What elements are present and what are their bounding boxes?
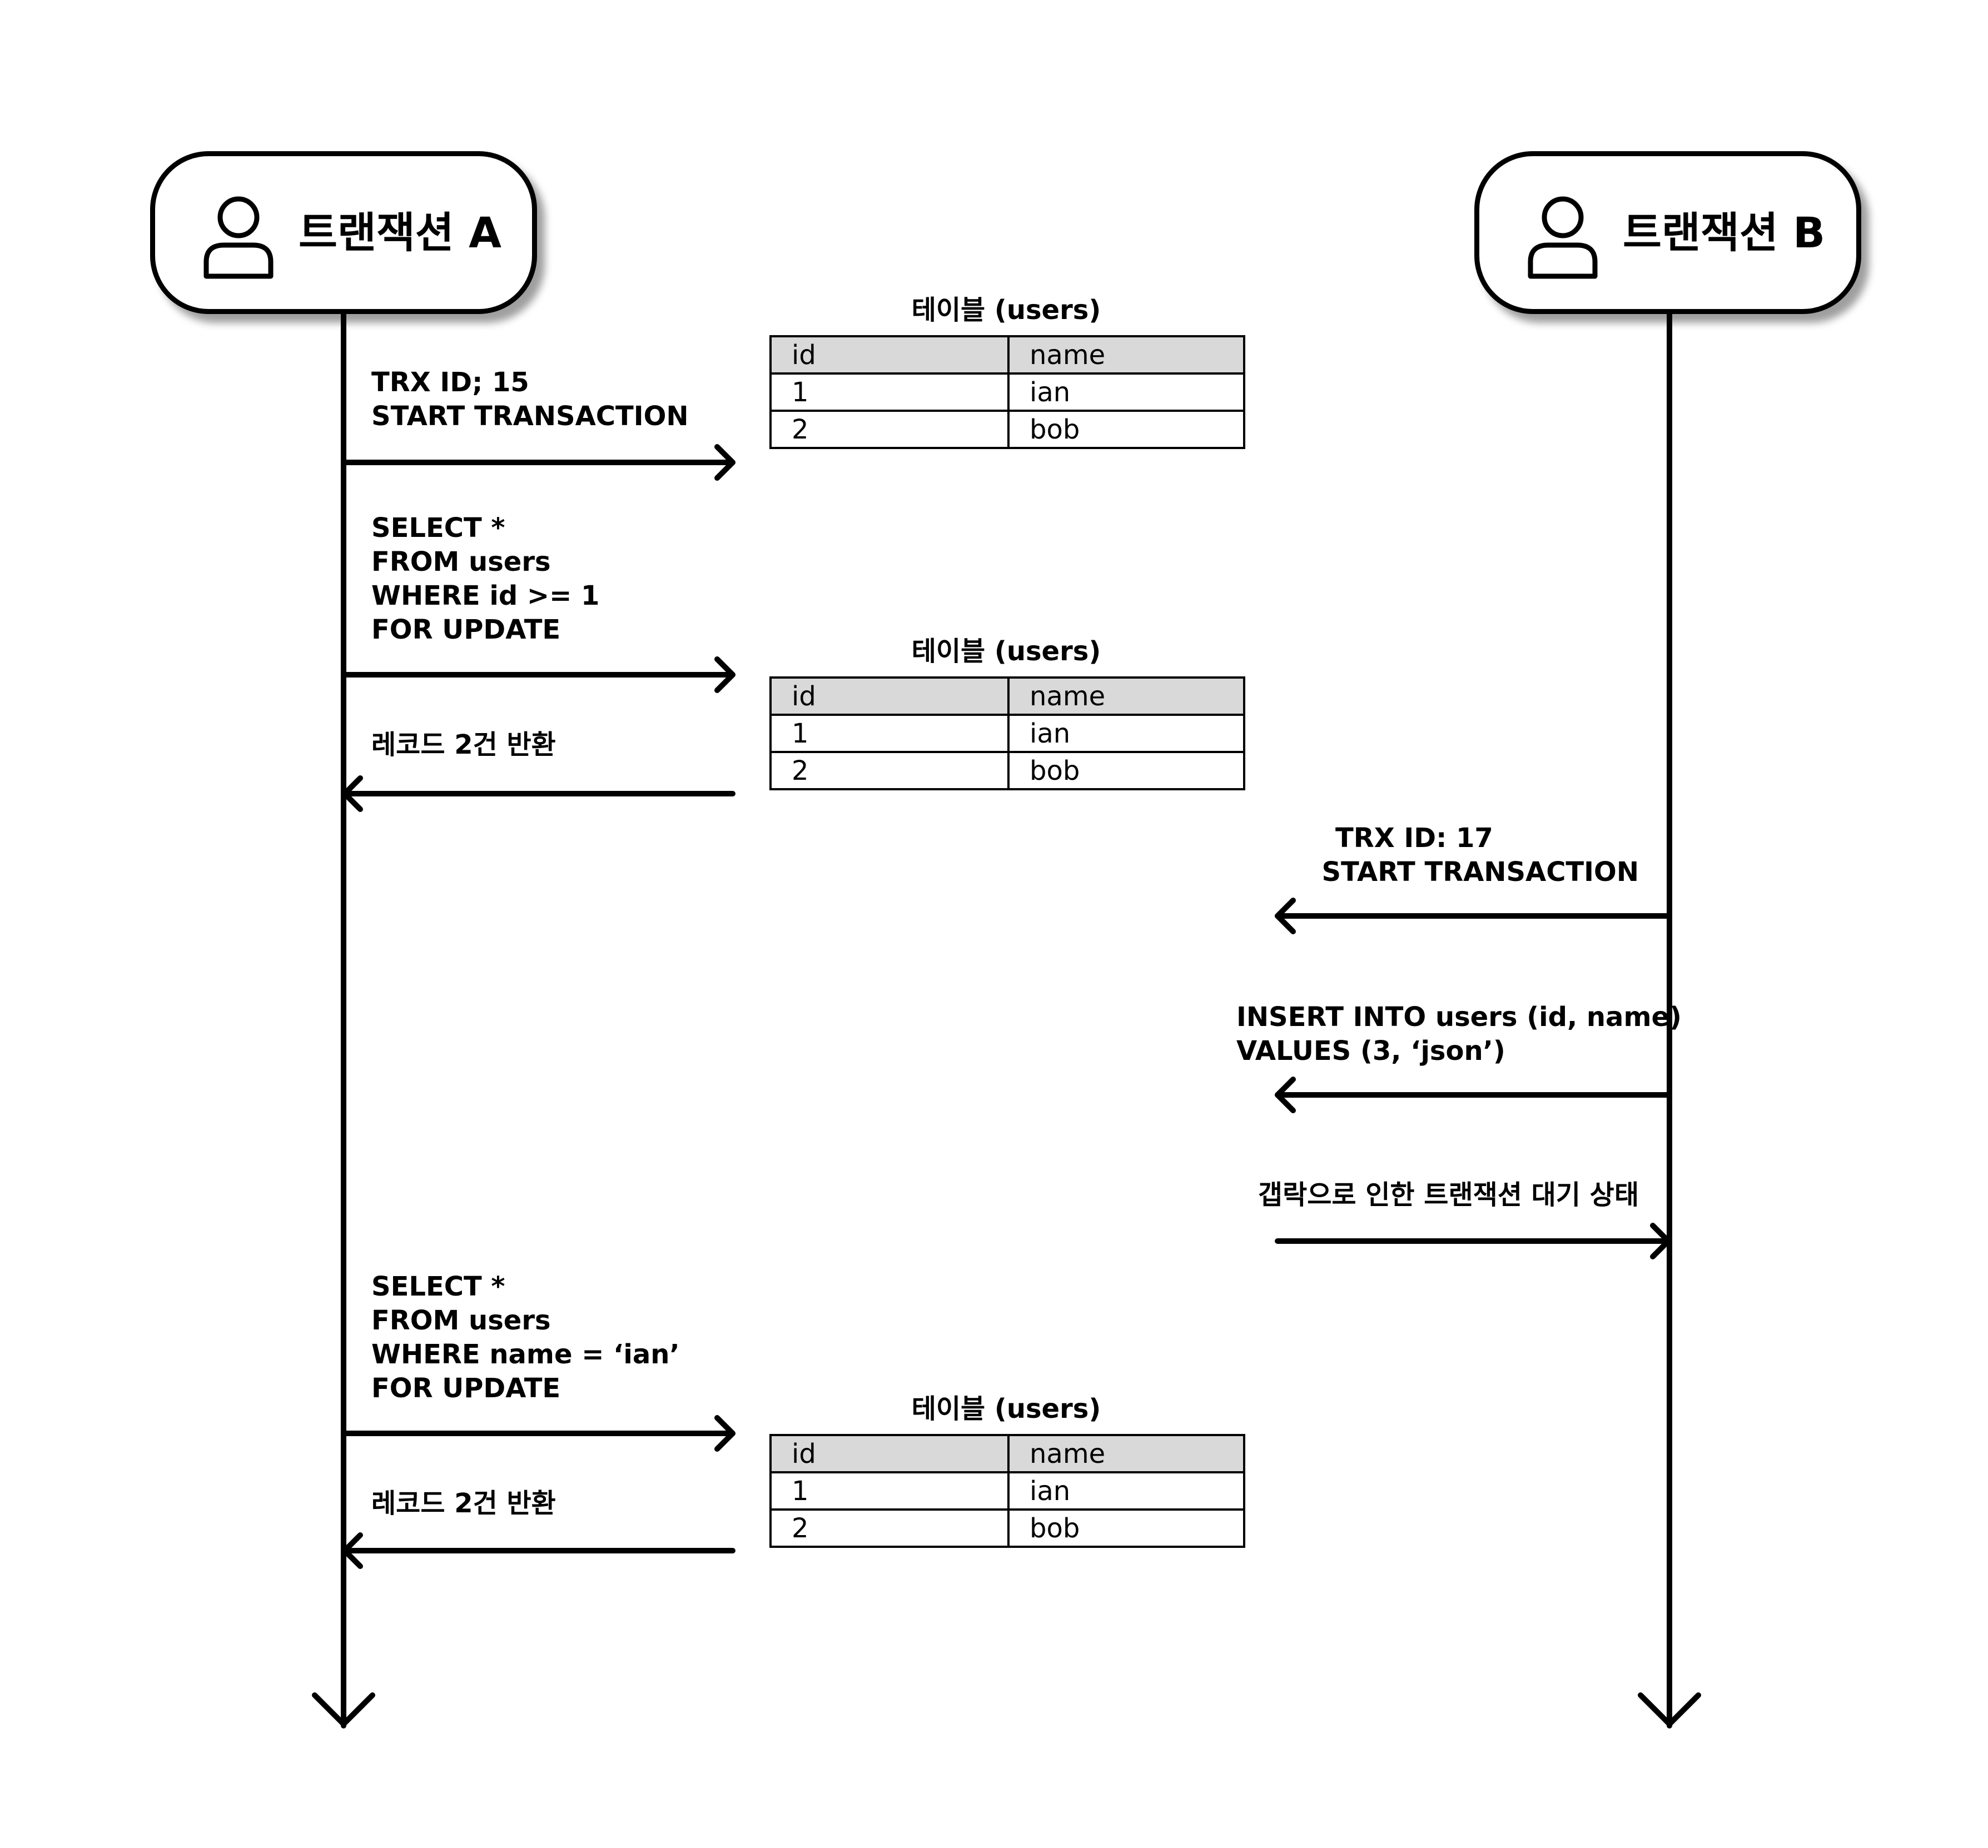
message-line: SELECT * [371, 1271, 505, 1302]
user-icon [203, 196, 274, 279]
table-row: 2 bob [769, 751, 1245, 790]
message-line: 갭락으로 인한 트랜잭션 대기 상태 [1258, 1179, 1639, 1211]
users-table: id name 1 ian 2 bob [769, 1434, 1245, 1548]
user-icon [1528, 196, 1598, 279]
lifeline-a-arrowhead [312, 1692, 375, 1727]
message-line: START TRANSACTION [371, 401, 689, 432]
table-title: 테이블 (users) [911, 1393, 1101, 1424]
message-line: WHERE name = ‘ian’ [371, 1339, 680, 1370]
actor-transaction-a: 트랜잭션 A [150, 151, 537, 314]
cell-name: bob [1007, 1508, 1245, 1548]
message-a-select2: SELECT * FROM users WHERE name = ‘ian’ F… [371, 1270, 680, 1406]
message-line: FROM users [371, 1305, 551, 1336]
message-line: 레코드 2건 반환 [371, 1488, 556, 1519]
message-a-select1: SELECT * FROM users WHERE id >= 1 FOR UP… [371, 511, 599, 647]
arrow-b-insert-head [1275, 1077, 1296, 1113]
table-row: 2 bob [769, 410, 1245, 449]
table-header-row: id name [769, 676, 1245, 716]
message-line: FOR UPDATE [371, 1373, 561, 1404]
arrow-a-start-head [714, 444, 735, 481]
arrow-a-return1-head [342, 775, 363, 812]
cell-id: 2 [769, 751, 1010, 790]
message-a-start: TRX ID; 15 START TRANSACTION [371, 366, 689, 434]
arrow-b-wait-head [1650, 1223, 1671, 1259]
cell-id: 1 [769, 1471, 1010, 1511]
message-b-start: TRX ID: 17 START TRANSACTION [1279, 821, 1639, 889]
message-line: VALUES (3, ‘json’) [1236, 1035, 1505, 1067]
column-header-name: name [1007, 1434, 1245, 1473]
message-line: TRX ID: 17 [1335, 823, 1493, 854]
column-header-name: name [1007, 676, 1245, 716]
table-title: 테이블 (users) [911, 295, 1101, 326]
column-header-id: id [769, 676, 1010, 716]
users-table: id name 1 ian 2 bob [769, 335, 1245, 449]
message-line: START TRANSACTION [1321, 856, 1639, 888]
table-row: 2 bob [769, 1508, 1245, 1548]
column-header-id: id [769, 335, 1010, 375]
table-header-row: id name [769, 335, 1245, 375]
cell-id: 2 [769, 410, 1010, 449]
message-line: FOR UPDATE [371, 614, 561, 645]
table-row: 1 ian [769, 1471, 1245, 1511]
actor-b-label: 트랜잭션 B [1623, 208, 1826, 257]
message-line: WHERE id >= 1 [371, 580, 600, 611]
arrow-a-select2-head [714, 1415, 735, 1452]
cell-id: 1 [769, 714, 1010, 753]
users-table: id name 1 ian 2 bob [769, 676, 1245, 790]
column-header-id: id [769, 1434, 1010, 1473]
message-line: TRX ID; 15 [371, 367, 529, 398]
cell-id: 1 [769, 372, 1010, 412]
cell-name: bob [1007, 751, 1245, 790]
cell-name: ian [1007, 1471, 1245, 1511]
actor-a-label: 트랜잭션 A [299, 208, 501, 257]
table-header-row: id name [769, 1434, 1245, 1473]
table-row: 1 ian [769, 714, 1245, 753]
arrow-b-start-head [1275, 898, 1296, 934]
cell-name: ian [1007, 372, 1245, 412]
lifeline-b-arrowhead [1638, 1692, 1701, 1727]
message-a-return2: 레코드 2건 반환 [371, 1487, 556, 1521]
message-a-return1: 레코드 2건 반환 [371, 728, 556, 762]
arrow-a-select1-head [714, 656, 735, 693]
table-title: 테이블 (users) [911, 636, 1101, 667]
cell-name: ian [1007, 714, 1245, 753]
arrow-a-return2-head [342, 1532, 363, 1569]
cell-id: 2 [769, 1508, 1010, 1548]
message-b-wait: 갭락으로 인한 트랜잭션 대기 상태 [1212, 1178, 1639, 1212]
message-line: FROM users [371, 546, 551, 577]
cell-name: bob [1007, 410, 1245, 449]
message-line: 레코드 2건 반환 [371, 729, 556, 760]
actor-transaction-b: 트랜잭션 B [1474, 151, 1861, 314]
message-line: INSERT INTO users (id, name) [1236, 1002, 1682, 1033]
column-header-name: name [1007, 335, 1245, 375]
table-row: 1 ian [769, 372, 1245, 412]
message-line: SELECT * [371, 512, 505, 544]
message-b-insert: INSERT INTO users (id, name) VALUES (3, … [1236, 1000, 1682, 1068]
